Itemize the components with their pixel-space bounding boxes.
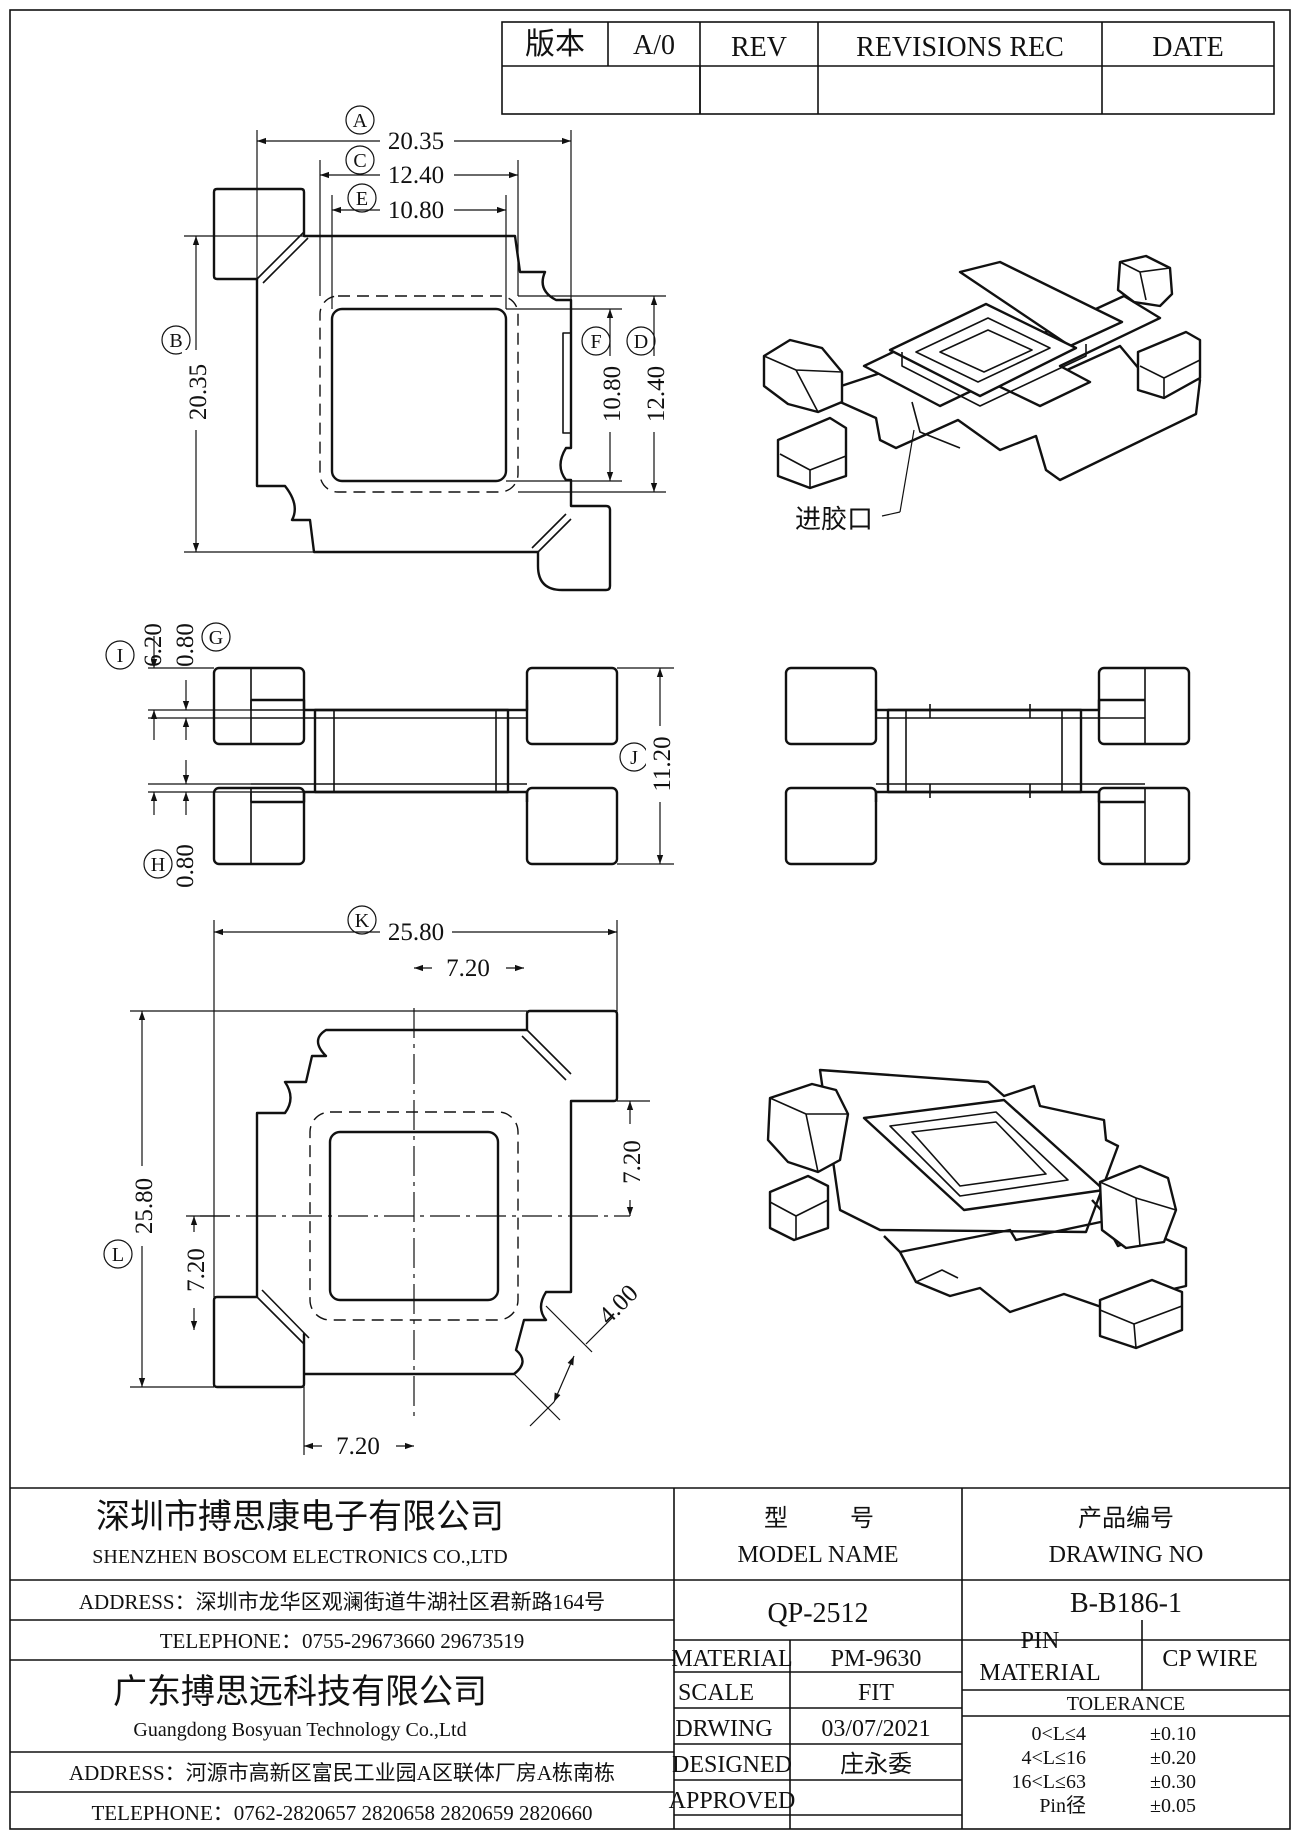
pin-material-label-2: MATERIAL [979,1660,1100,1686]
scale-value: FIT [858,1680,894,1706]
drawing-no-label-en: DRAWING NO [1049,1542,1204,1568]
side-view-right [784,666,1191,866]
tolerance-value-4: ±0.05 [1150,1795,1196,1817]
bottom-view: K 25.80 7.20 7.20 25.80 L 7.20 7.20 4.00 [103,905,650,1460]
dim-c-value: 12.40 [388,162,444,189]
model-label-en: MODEL NAME [737,1542,898,1568]
dim-slot-right: 7.20 [619,1140,646,1184]
date-header: DATE [1152,32,1224,63]
rev-header: REV [731,32,787,63]
dim-j-label: J [630,747,638,769]
tolerance-value-3: ±0.30 [1150,1771,1196,1793]
dim-f-label: F [590,331,601,353]
sheet-border [9,9,1291,1830]
dim-d-label: D [634,331,648,353]
dim-e-value: 10.80 [388,197,444,224]
isometric-view-bottom [766,1068,1188,1350]
address-2: ADDRESS：河源市高新区富民工业园A区联体厂房A栋南栋 [69,1761,615,1785]
dim-d-value: 12.40 [643,366,670,422]
company2-en: Guangdong Bosyuan Technology Co.,Ltd [133,1719,466,1741]
tolerance-value-1: ±0.10 [1150,1723,1196,1745]
model-value: QP-2512 [767,1598,868,1629]
tolerance-value-2: ±0.20 [1150,1747,1196,1769]
dim-k-value: 25.80 [388,919,444,946]
dim-g-label: G [209,627,223,649]
dim-f-value: 10.80 [599,366,626,422]
dim-i-label: I [117,645,124,667]
telephone-2: TELEPHONE：0762-2820657 2820658 2820659 2… [91,1801,592,1825]
top-view: A 20.35 C 12.40 E 10.80 B 20.35 F 10.80 [161,105,670,592]
dim-e-label: E [356,188,368,210]
drawing-no-value: B-B186-1 [1070,1588,1182,1619]
isometric-view-top: 进胶口 [762,254,1202,534]
scale-label: SCALE [678,1680,754,1706]
model-label-cn-2: 号 [850,1506,874,1532]
tolerance-range-2: 4<L≤16 [1022,1747,1086,1769]
designed-value: 庄永委 [840,1751,912,1778]
gate-label: 进胶口 [795,505,873,534]
material-value: PM-9630 [831,1646,922,1672]
company2-cn: 广东搏思远科技有限公司 [113,1673,487,1711]
dim-c-label: C [353,150,366,172]
tolerance-range-1: 0<L≤4 [1032,1723,1086,1745]
pin-material-value: CP WIRE [1162,1646,1257,1672]
dim-l-value: 25.80 [131,1178,158,1234]
dim-diagonal: 4.00 [594,1280,644,1330]
model-label-cn-1: 型 [764,1505,788,1532]
side-view-left: I 6.20 0.80 G H 0.80 J 11.20 [105,622,676,888]
version-label: 版本 [525,28,585,61]
dim-slot-top: 7.20 [446,955,490,982]
dim-g-value: 0.80 [172,623,199,667]
approved-label: APPROVED [669,1788,796,1814]
dim-b-value: 20.35 [185,364,212,420]
drawing-no-label-cn: 产品编号 [1078,1505,1174,1532]
tolerance-range-3: 16<L≤63 [1012,1771,1086,1793]
designed-label: DESIGNED [672,1752,792,1778]
tolerance-range-4: Pin径 [1039,1794,1086,1817]
dim-l-label: L [112,1244,124,1266]
telephone-1: TELEPHONE：0755-29673660 29673519 [160,1629,525,1653]
dim-slot-bottom: 7.20 [336,1433,380,1460]
dim-b-label: B [169,330,182,352]
drawing-label: DRWING [675,1716,772,1742]
dim-h-label: H [151,854,165,876]
revision-block: 版本 A/0 REV REVISIONS REC DATE [501,21,1275,115]
drawing-value: 03/07/2021 [821,1716,930,1742]
dim-j-value: 11.20 [649,736,676,791]
dim-h-value: 0.80 [172,844,199,888]
company-cn: 深圳市搏思康电子有限公司 [96,1498,504,1536]
dim-slot-left: 7.20 [183,1248,210,1292]
version-value: A/0 [633,30,675,61]
revisions-header: REVISIONS REC [856,32,1064,63]
pin-material-label-1: PIN [1021,1628,1060,1654]
dim-k-label: K [355,910,370,932]
tolerance-header: TOLERANCE [1067,1693,1186,1715]
material-label: MATERIAL [671,1646,792,1672]
dim-a-label: A [353,110,368,132]
dim-a-value: 20.35 [388,128,444,155]
dim-i-value: 6.20 [140,623,167,667]
title-block: 深圳市搏思康电子有限公司 SHENZHEN BOSCOM ELECTRONICS… [10,1487,1290,1829]
address-1: ADDRESS：深圳市龙华区观澜街道牛湖社区君新路164号 [79,1590,605,1614]
company-en: SHENZHEN BOSCOM ELECTRONICS CO.,LTD [92,1546,507,1568]
